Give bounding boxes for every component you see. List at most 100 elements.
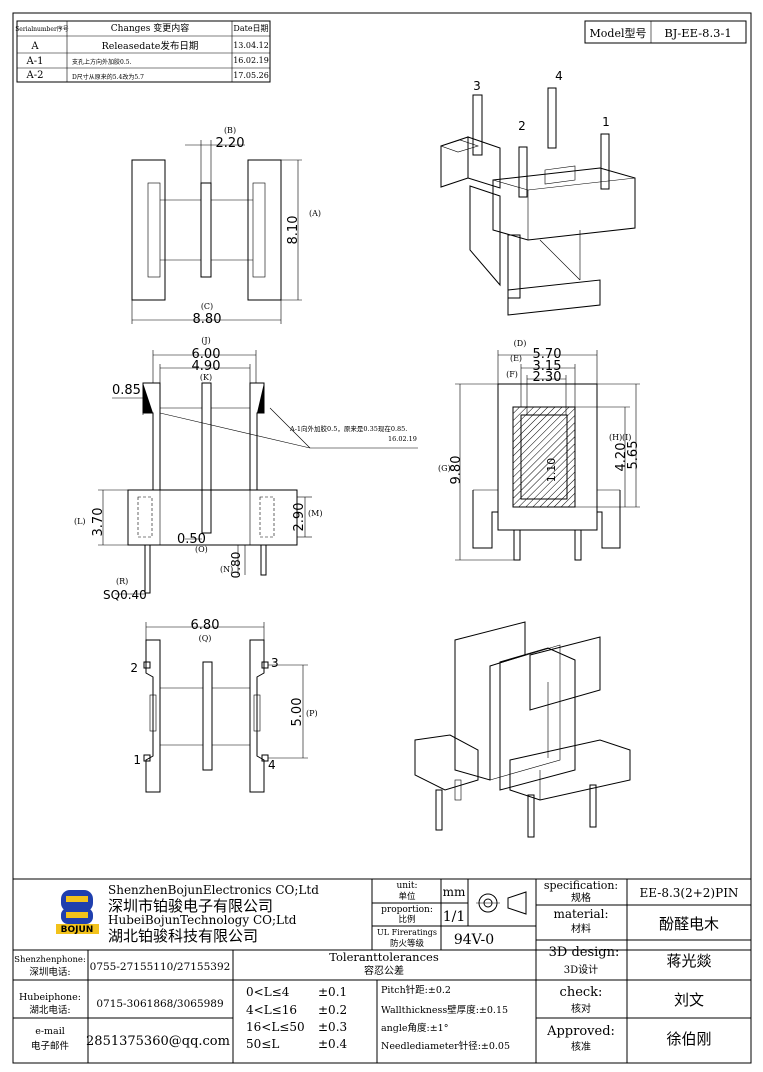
dim-N-value: 0.80 <box>229 552 243 579</box>
design-label-cn: 3D设计 <box>564 963 598 976</box>
tolerance-needle: Needlediameter针径:±0.05 <box>381 1040 510 1052</box>
contact-value: 0715-3061868/3065989 <box>96 998 223 1010</box>
tolerance-title-en: Toleranttolerances <box>329 950 439 964</box>
dim-B-label: (B) <box>224 126 236 135</box>
company-name-cn-2: 湖北铂骏科技有限公司 <box>108 927 258 945</box>
rev-header-changes: Changes 变更内容 <box>111 22 189 34</box>
tolerance-range: 50≤L <box>246 1037 279 1051</box>
company-logo: BOJUN <box>56 890 99 935</box>
dim-G-label: (G) <box>438 464 451 473</box>
rev-header-serial: Serialnumber序号 <box>15 25 69 33</box>
proportion-value: 1/1 <box>443 909 466 925</box>
contact-value: 2851375360@qq.com <box>86 1034 230 1049</box>
rev-row-change: D尺寸从原来的5.4改为5.7 <box>72 73 144 81</box>
model-label: Model型号 <box>590 26 647 40</box>
contact-label-en: e-mail <box>35 1026 65 1037</box>
bottom-view: 2 3 1 4 6.80 (Q) 5.00 (P) <box>130 618 318 793</box>
title-block: BOJUN ShenzhenBojunElectronics CO;Ltd 深圳… <box>12 878 752 1064</box>
dim-L-label: (L) <box>74 517 86 526</box>
iso-pin-4: 4 <box>555 69 563 83</box>
dim-C-value: 8.80 <box>193 312 222 327</box>
tolerance-angle: angle角度:±1° <box>381 1022 448 1034</box>
dim-E-label: (E) <box>510 354 522 363</box>
model-box: Model型号 BJ-EE-8.3-1 <box>584 20 747 44</box>
contact-label-cn: 电子邮件 <box>31 1040 70 1052</box>
ul-label-cn: 防火等级 <box>390 938 425 949</box>
iso-pin-2: 2 <box>518 119 526 133</box>
rev-row-date: 16.02.19 <box>233 56 269 65</box>
rev-row-change: 支孔上方向外加胶0.5. <box>72 58 132 66</box>
note-date: 16.02.19 <box>388 435 417 443</box>
bottom-pin-1: 1 <box>133 753 141 767</box>
dim-P-value: 5.00 <box>290 698 305 727</box>
ul-label-en: UL Fireratings <box>377 928 437 937</box>
dim-R-value: SQ0.40 <box>103 588 147 602</box>
contact-value: 0755-27155110/27155392 <box>90 961 231 973</box>
projection-symbol-icon <box>476 891 527 915</box>
contact-label-en: Hubeiphone: <box>19 992 81 1003</box>
spec-label-cn: 规格 <box>571 891 591 904</box>
front-view: (B) 2.20 8.10 (A) (C) 8.80 <box>131 126 321 327</box>
dim-angle-value: 0.85 <box>112 383 141 398</box>
rev-row-serial: A-1 <box>26 56 44 67</box>
company-name-en-2: HubeiBojunTechnology CO;Ltd <box>108 913 297 927</box>
tolerance-wall: Wallthickness壁厚度:±0.15 <box>381 1004 508 1016</box>
dim-Q-value: 6.80 <box>191 618 220 633</box>
design-value: 蒋光燚 <box>666 952 711 970</box>
model-value: BJ-EE-8.3-1 <box>664 26 731 40</box>
dim-J-label: (J) <box>201 336 210 345</box>
rev-header-date: Date日期 <box>233 24 268 33</box>
dim-M-label: (M) <box>308 509 322 518</box>
rev-row-date: 17.05.26 <box>233 71 269 80</box>
section-view: (D) 5.70 (E) 3.15 (F) 2.30 1.10 4.20 (H)… <box>438 339 641 561</box>
approved-value: 徐伯刚 <box>666 1030 711 1048</box>
dim-P-label: (P) <box>306 709 318 718</box>
dim-F-value: 2.30 <box>533 370 562 385</box>
check-label-en: check: <box>560 985 603 1000</box>
check-value: 刘文 <box>674 991 704 1009</box>
dim-O-label: (O) <box>195 545 208 554</box>
dim-K-label: (K) <box>200 373 212 382</box>
contact-label-cn: 深圳电话: <box>29 966 70 978</box>
dim-F-label: (F) <box>506 370 518 379</box>
bottom-pin-4: 4 <box>268 758 276 772</box>
side-view: (J) 6.00 4.90 (K) 0.85 A-1向外加胶0.5，原来是0.3… <box>74 336 418 602</box>
dim-K-value: 4.90 <box>192 359 221 374</box>
dim-H-value: 4.20 <box>614 443 629 472</box>
dim-R-label: (R) <box>116 577 128 586</box>
spec-label-en: specification: <box>544 879 618 892</box>
logo-text: BOJUN <box>61 925 94 935</box>
revision-table: Serialnumber序号 Changes 变更内容 Date日期 A Rel… <box>15 20 271 83</box>
dim-L-value: 3.70 <box>91 508 106 537</box>
dim-E-value: 3.15 <box>533 359 562 374</box>
unit-label-en: unit: <box>396 881 417 891</box>
dim-J-value: 6.00 <box>192 347 221 362</box>
rev-row-date: 13.04.12 <box>233 41 269 50</box>
tolerance-title-cn: 容忍公差 <box>364 964 404 977</box>
dim-N-label: (N) <box>220 565 233 574</box>
bottom-pin-2: 2 <box>130 661 138 675</box>
dim-O-value: 0.50 <box>177 532 206 547</box>
tolerance-range: 0<L≤4 <box>246 985 290 999</box>
company-name-cn-1: 深圳市铂骏电子有限公司 <box>108 897 273 915</box>
proportion-label-cn: 比例 <box>398 914 415 925</box>
dim-I-value: 5.65 <box>626 441 641 470</box>
dim-C-label: (C) <box>201 302 213 311</box>
material-label-en: material: <box>553 907 608 921</box>
iso-pin-3: 3 <box>473 79 481 93</box>
material-value: 酚醛电木 <box>659 915 719 933</box>
dim-G-value: 9.80 <box>449 456 464 485</box>
unit-label-cn: 单位 <box>398 891 416 902</box>
approved-label-cn: 核准 <box>571 1040 591 1053</box>
rev-row-serial: A <box>30 41 39 52</box>
isometric-view-top: 3 4 2 1 <box>440 69 636 316</box>
tolerance-pitch: Pitch针距:±0.2 <box>381 984 451 996</box>
approved-label-en: Approved: <box>546 1024 615 1039</box>
company-name-en-1: ShenzhenBojunElectronics CO;Ltd <box>108 883 319 897</box>
material-label-cn: 材料 <box>571 922 591 935</box>
dim-D-value: 5.70 <box>533 347 562 362</box>
proportion-label-en: proportion: <box>381 905 433 915</box>
spec-value: EE-8.3(2+2)PIN <box>640 886 739 900</box>
